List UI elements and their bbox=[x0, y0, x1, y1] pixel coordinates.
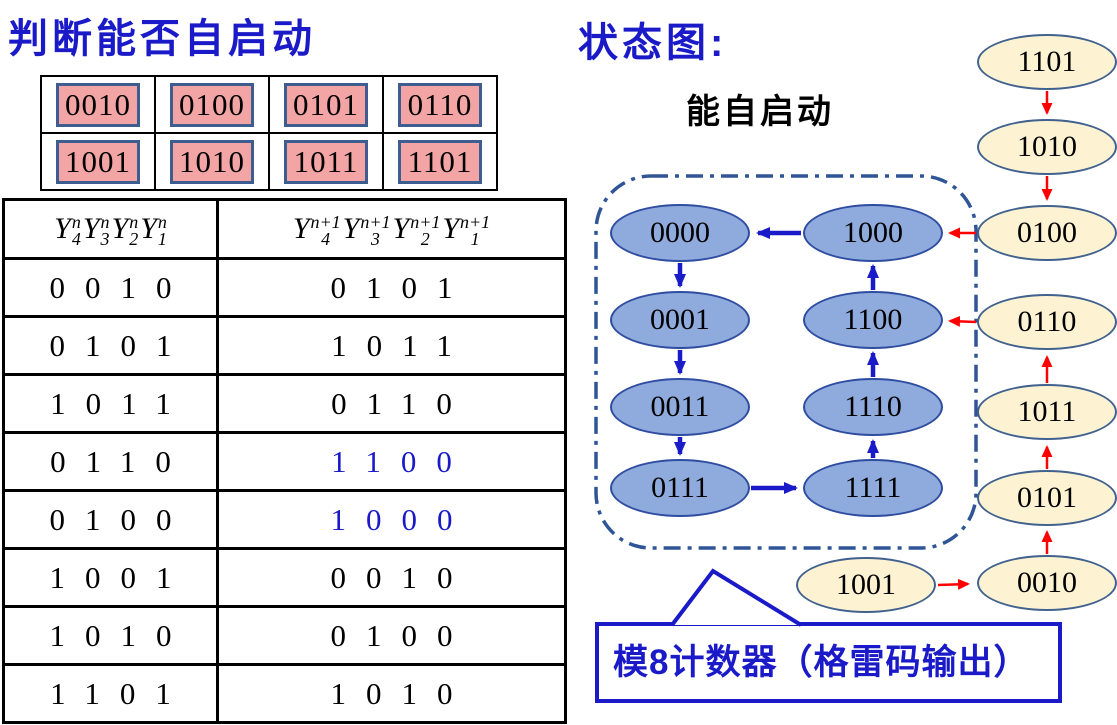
invalid-state-chip: 1001 bbox=[56, 139, 140, 184]
invalid-state-chip: 0110 bbox=[398, 82, 482, 127]
state-node-outer: 1011 bbox=[977, 384, 1117, 440]
invalid-state-chip: 1011 bbox=[284, 139, 368, 184]
present-state-value: 0100 bbox=[2, 489, 219, 550]
page-title: 判断能否自启动 bbox=[8, 17, 316, 61]
invalid-state-chip: 0100 bbox=[170, 82, 254, 127]
state-node-cycle: 0001 bbox=[610, 291, 750, 349]
next-state-value: 0110 bbox=[216, 373, 567, 434]
state-node-outer: 1010 bbox=[977, 119, 1117, 175]
state-diagram-title: 状态图: bbox=[578, 21, 728, 65]
red-arrow-0110-1100 bbox=[948, 315, 977, 327]
state-node-cycle: 1100 bbox=[803, 291, 943, 349]
invalid-state-chip: 1010 bbox=[170, 139, 254, 184]
next-state-value: 1011 bbox=[216, 315, 567, 376]
self-start-label: 能自启动 bbox=[686, 93, 834, 131]
state-node-cycle: 1000 bbox=[803, 204, 943, 262]
present-state-value: 0101 bbox=[2, 315, 219, 376]
state-node-outer: 0100 bbox=[977, 205, 1117, 261]
present-state-value: 1001 bbox=[2, 547, 219, 608]
state-node-outer: 0010 bbox=[977, 555, 1117, 611]
present-state-value: 1101 bbox=[2, 663, 219, 724]
next-state-value: 1010 bbox=[216, 663, 567, 724]
invalid-state-chip: 1101 bbox=[398, 139, 482, 184]
next-state-value: 0010 bbox=[216, 547, 567, 608]
present-state-value: 1011 bbox=[2, 373, 219, 434]
invalid-state-cell: 1011 bbox=[268, 132, 384, 191]
state-node-cycle: 1110 bbox=[803, 378, 943, 436]
invalid-state-cell: 1010 bbox=[154, 132, 270, 191]
invalid-state-cell: 0101 bbox=[268, 75, 384, 134]
invalid-states-row: 1001 1010 1011 1101 bbox=[40, 132, 498, 191]
next-state-value: 0100 bbox=[216, 605, 567, 666]
callout-box: 模8计数器（格雷码输出） bbox=[595, 622, 1062, 703]
present-state-value: 0010 bbox=[2, 257, 219, 318]
state-node-outer: 0110 bbox=[977, 294, 1117, 350]
present-state-value: 1010 bbox=[2, 605, 219, 666]
callout-pointer bbox=[670, 568, 803, 627]
next-state-value: 0101 bbox=[216, 257, 567, 318]
invalid-state-cell: 1001 bbox=[40, 132, 156, 191]
present-state-value: 0110 bbox=[2, 431, 219, 492]
next-state-value-highlighted: 1000 bbox=[216, 489, 567, 550]
state-node-cycle: 0111 bbox=[610, 459, 750, 517]
state-node-outer: 1001 bbox=[796, 557, 936, 613]
state-node-cycle: 1111 bbox=[803, 459, 943, 517]
state-node-cycle: 0000 bbox=[610, 204, 750, 262]
red-arrow-1001-0010 bbox=[937, 578, 970, 590]
blue-cycle-arrows bbox=[674, 227, 879, 494]
invalid-state-chip: 0101 bbox=[284, 82, 368, 127]
invalid-states-table: 0010 0100 0101 0110 1001 1010 1011 1101 bbox=[40, 75, 498, 191]
invalid-state-cell: 0010 bbox=[40, 75, 156, 134]
state-node-cycle: 0011 bbox=[610, 378, 750, 436]
next-state-value-highlighted: 1100 bbox=[216, 431, 567, 492]
invalid-states-row: 0010 0100 0101 0110 bbox=[40, 75, 498, 134]
invalid-state-cell: 1101 bbox=[382, 132, 498, 191]
invalid-state-chip: 0010 bbox=[56, 82, 140, 127]
invalid-state-cell: 0110 bbox=[382, 75, 498, 134]
state-node-outer: 1101 bbox=[977, 34, 1117, 90]
state-node-outer: 0101 bbox=[977, 470, 1117, 526]
invalid-state-cell: 0100 bbox=[154, 75, 270, 134]
